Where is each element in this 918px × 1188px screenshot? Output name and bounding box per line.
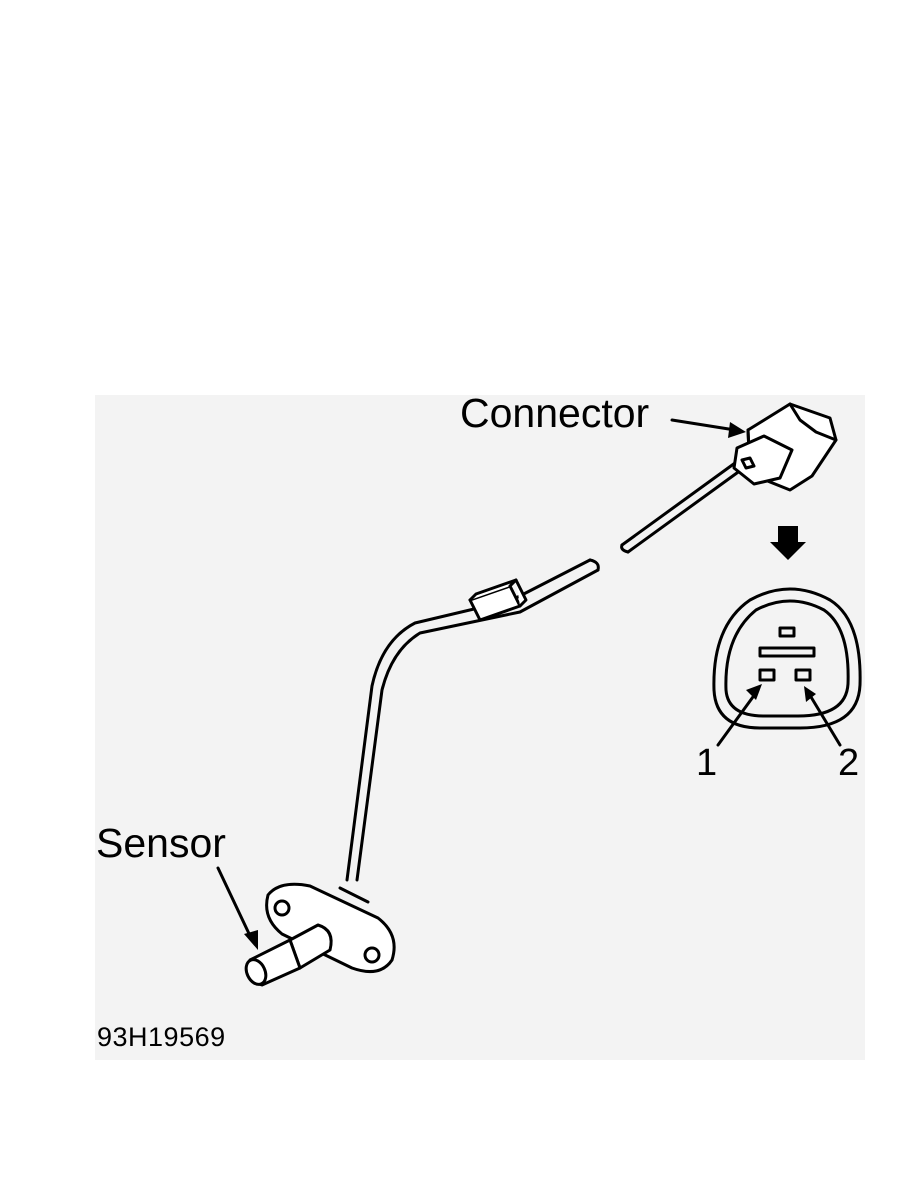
pin-2-arrow: [806, 690, 842, 747]
pin-2-slot: [794, 668, 812, 682]
figure-code: 93H19569: [97, 1022, 226, 1052]
sensor-arrowhead: [244, 930, 258, 950]
pin-1-slot: [758, 668, 776, 682]
pin-2-label: 2: [838, 742, 860, 784]
pin-1-arrowhead: [746, 684, 762, 700]
inline-connector: [468, 578, 528, 622]
pin-2-arrowhead: [804, 686, 816, 702]
lower-cable: [345, 558, 600, 882]
sensor-label: Sensor: [96, 820, 226, 866]
upper-cable: [620, 461, 743, 554]
sensor-shaft: [244, 923, 333, 987]
connector-face: [712, 587, 862, 730]
sensor-flange: [265, 882, 396, 974]
pin-1-label: 1: [696, 742, 718, 784]
connector-arrow: [670, 418, 737, 432]
view-direction-arrow: [770, 526, 806, 560]
connector-arrowhead: [728, 422, 746, 438]
main-connector: [732, 402, 838, 492]
connector-label: Connector: [460, 390, 650, 436]
illustration-panel: [95, 395, 865, 1060]
sensor-arrow: [216, 866, 254, 942]
pin-1-arrow: [716, 688, 760, 747]
